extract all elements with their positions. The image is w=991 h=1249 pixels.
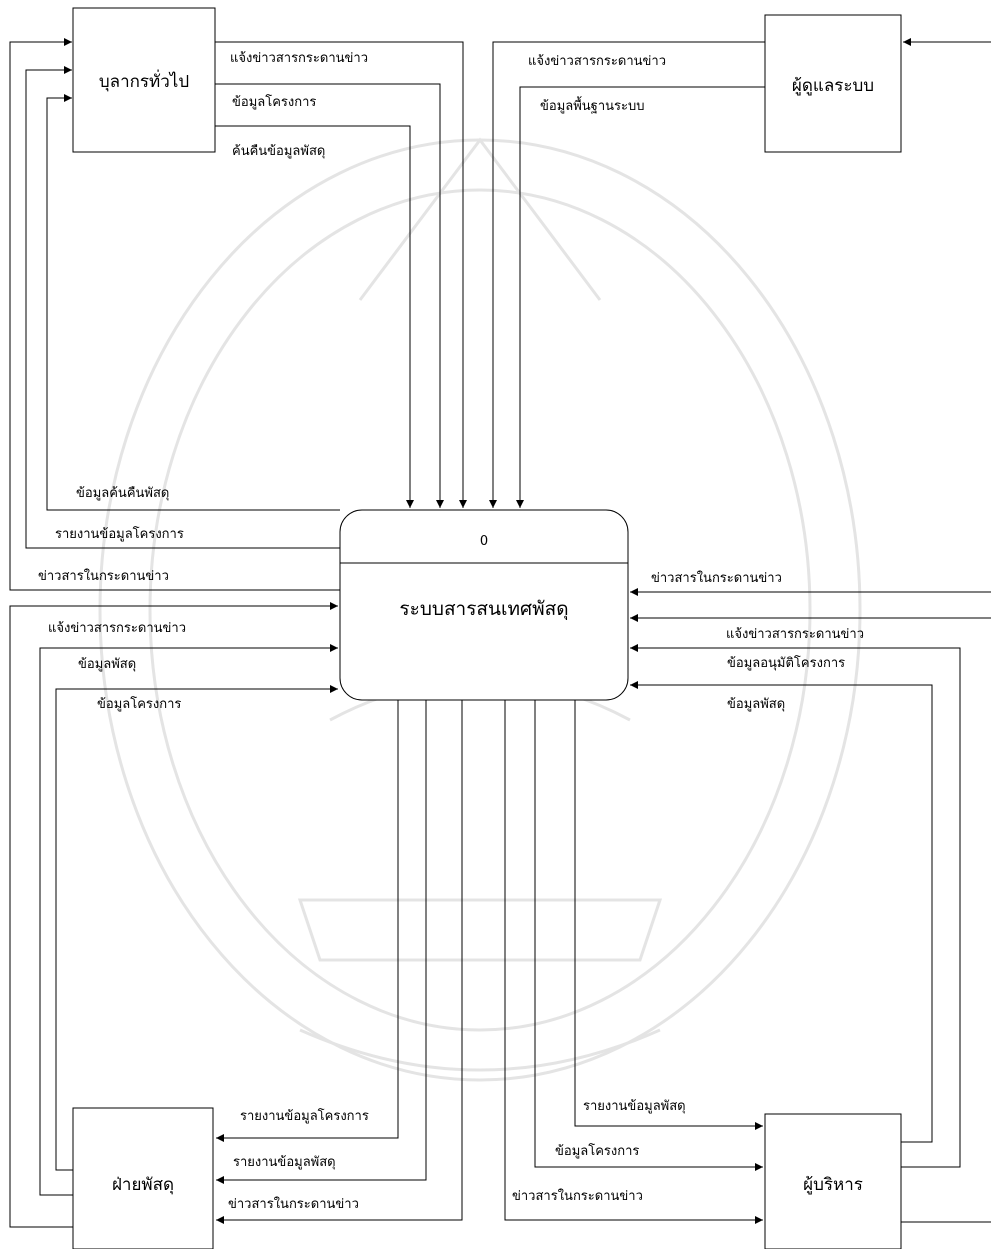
flow-label: แจ้งข่าวสารกระดานข่าว [726,627,864,642]
entity-supply-dept-label: ฝ่ายพัสดุ [112,1175,174,1195]
flows-executive-to-system: ข่าวสารในกระดานข่าว แจ้งข่าวสารกระดานข่า… [630,570,991,1223]
entity-executive: ผู้บริหาร [764,1113,902,1249]
flow-label: ค้นคืนข้อมูลพัสดุ [232,143,325,159]
flow-label: ข้อมูลอนุมัติโครงการ [727,655,845,671]
flow-label: ข้อมูลพื้นฐานระบบ [540,96,645,114]
flow-label: รายงานข้อมูลโครงการ [55,526,184,542]
flow-label: รายงานข้อมูลพัสดุ [583,1099,686,1114]
flows-supply-dept-to-system: แจ้งข่าวสารกระดานข่าว ข้อมูลพัสดุ ข้อมูล… [9,602,338,1228]
flows-system-to-general-staff: ข้อมูลค้นคืนพัสดุ รายงานข้อมูลโครงการ ข่… [9,38,340,591]
entity-general-staff-label: บุลากรทั่วไป [99,69,189,92]
process-0: 0 ระบบสารสนเทศพัสดุ [339,509,629,701]
flow-label: ข่าวสารในกระดานข่าว [228,1196,359,1212]
flows-system-to-supply-dept: รายงานข้อมูลโครงการ รายงานข้อมูลพัสดุ ข่… [216,700,463,1224]
entity-sysadmin: ผู้ดูแลระบบ [764,14,902,153]
entity-general-staff: บุลากรทั่วไป [72,7,216,153]
flow-label: รายงานข้อมูลโครงการ [240,1108,369,1124]
flow-label: ข่าวสารในกระดานข่าว [512,1188,643,1204]
process-name: ระบบสารสนเทศพัสดุ [399,598,568,621]
flow-label: ข้อมูลโครงการ [232,94,316,110]
flow-label: ข้อมูลพัสดุ [727,697,785,712]
flow-label: ข้อมูลค้นคืนพัสดุ [76,485,169,501]
process-id: 0 [480,534,488,549]
entity-sysadmin-label: ผู้ดูแลระบบ [792,76,874,96]
flow-label: ข้อมูลโครงการ [97,696,181,712]
flow-label: ข้อมูลโครงการ [555,1143,639,1159]
entity-supply-dept: ฝ่ายพัสดุ [72,1107,214,1249]
flows-sysadmin-to-system: แจ้งข่าวสารกระดานข่าว ข้อมูลพื้นฐานระบบ [489,38,991,508]
flow-label: รายงานข้อมูลพัสดุ [233,1155,336,1170]
flow-label: แจ้งข่าวสารกระดานข่าว [230,51,368,66]
flow-label: แจ้งข่าวสารกระดานข่าว [528,54,666,69]
flows-system-to-executive: รายงานข้อมูลพัสดุ ข้อมูลโครงการ ข่าวสารใ… [504,700,763,1224]
flow-label: ข่าวสารในกระดานข่าว [38,568,169,584]
flow-label: ข้อมูลพัสดุ [78,657,136,672]
flow-label: แจ้งข่าวสารกระดานข่าว [48,621,186,636]
entity-executive-label: ผู้บริหาร [803,1175,863,1195]
flows-general-staff-to-system: แจ้งข่าวสารกระดานข่าว ข้อมูลโครงการ ค้นค… [215,41,467,508]
flow-label: ข่าวสารในกระดานข่าว [651,570,782,586]
